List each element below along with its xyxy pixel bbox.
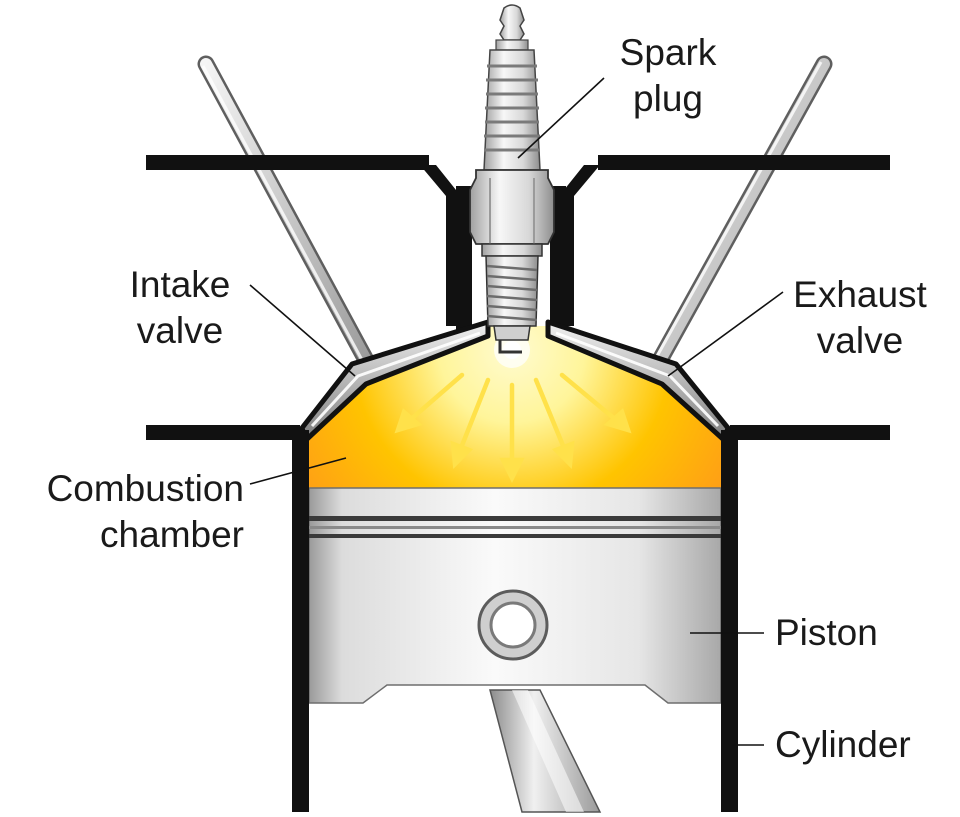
piston [308, 487, 722, 704]
exhaust-valve-leader [667, 291, 784, 377]
leader-lines [249, 77, 784, 746]
cylinder-wall [292, 430, 738, 812]
cylinder-label: Cylinder [775, 724, 911, 765]
intake-valve-label: Intake valve [129, 264, 231, 351]
piston-label: Piston [775, 612, 878, 653]
flame-front-arrow-icon [394, 372, 632, 484]
combustion-chamber-leader [249, 457, 347, 485]
intake-valve-leader [249, 284, 356, 377]
spark-burst-icon [494, 332, 530, 368]
spark-plug [469, 4, 555, 354]
cylinder-head [146, 155, 890, 440]
spark-plug-leader [517, 77, 605, 159]
exhaust-valve-label: Exhaust valve [793, 274, 927, 361]
spark-plug-label: Spark plug [619, 32, 717, 119]
combustion-chamber-label: Combustion chamber [46, 468, 244, 555]
